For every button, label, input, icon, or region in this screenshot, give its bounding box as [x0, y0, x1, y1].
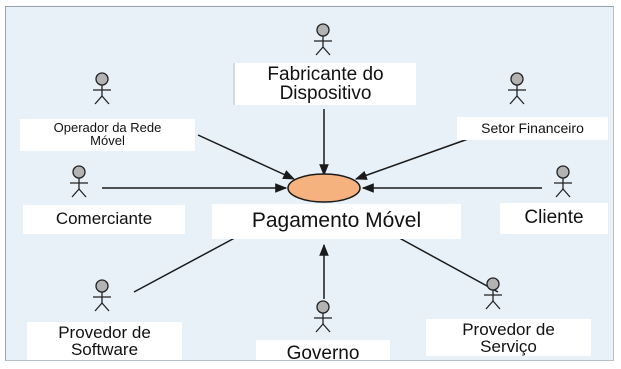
connector-software	[133, 232, 245, 293]
connector-operador	[197, 134, 296, 180]
diagram-svg	[70, 23, 572, 333]
label-operador-line-2: Móvel	[90, 133, 125, 148]
label-servico-line-1: Provedor de	[462, 320, 555, 339]
label-operador: Operador da Rede Móvel	[20, 119, 195, 151]
actor-servico-icon	[484, 277, 502, 310]
center-label: Pagamento Móvel	[212, 204, 461, 239]
center-ellipse	[287, 173, 361, 203]
label-fabricante-line-1: Fabricante do	[267, 64, 384, 85]
label-comerciante: Comerciante	[23, 205, 185, 234]
label-fabricante: Fabricante do Dispositivo	[233, 63, 416, 105]
label-servico-line-2: Serviço	[480, 337, 537, 356]
actor-comerciante-icon	[70, 165, 88, 198]
label-software: Provedor de Software	[27, 322, 182, 360]
connector-setor	[354, 138, 469, 180]
label-software-line-2: Software	[70, 340, 139, 359]
connector-servico	[391, 233, 499, 293]
label-governo-line-1: Governo	[286, 343, 360, 361]
label-comerciante-line-1: Comerciante	[55, 209, 153, 228]
actor-operador-icon	[93, 72, 111, 105]
actor-cliente-icon	[554, 165, 572, 198]
label-setor: Setor Financeiro	[457, 117, 608, 140]
actor-fabricante-icon	[314, 23, 332, 56]
actor-software-icon	[93, 279, 111, 312]
label-governo: Governo	[256, 340, 390, 361]
label-cliente-line-1: Cliente	[524, 207, 584, 228]
center-label-text: Pagamento Móvel	[251, 209, 422, 232]
actor-setor-icon	[508, 72, 526, 105]
label-setor-line-1: Setor Financeiro	[481, 120, 584, 136]
actor-governo-icon	[314, 300, 332, 333]
label-operador-line-1: Operador da Rede	[53, 120, 162, 135]
label-fabricante-line-2: Dispositivo	[279, 83, 372, 104]
label-software-line-1: Provedor de	[58, 323, 151, 342]
label-cliente: Cliente	[500, 203, 608, 234]
diagram-canvas: Fabricante do Dispositivo Operador da Re…	[5, 6, 614, 361]
label-servico: Provedor de Serviço	[426, 319, 591, 356]
